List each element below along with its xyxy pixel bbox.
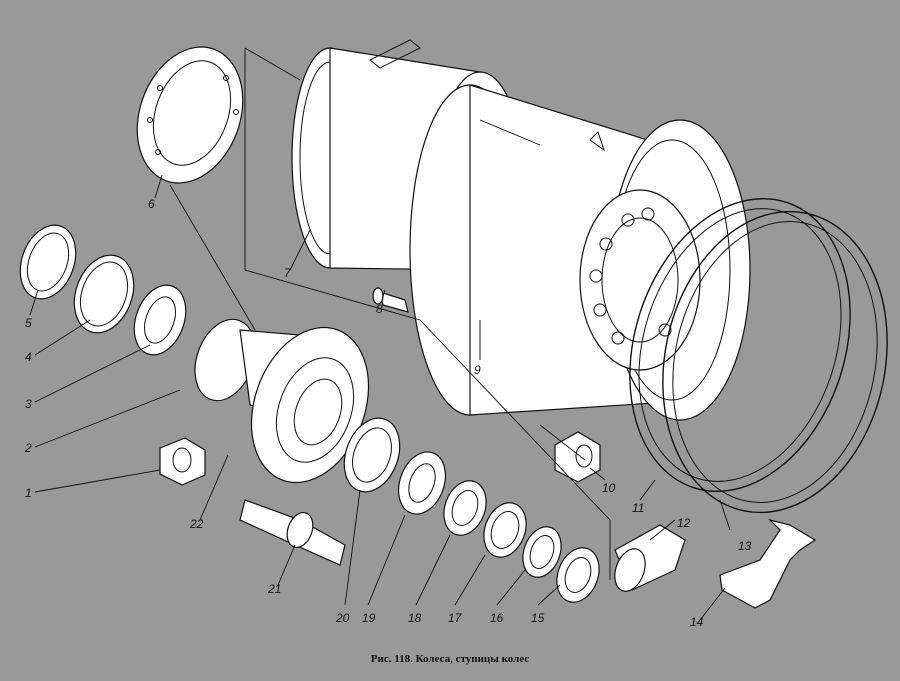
- label-9: 9: [474, 363, 481, 377]
- part-6-flange: [136, 46, 244, 184]
- label-2: 2: [24, 441, 32, 455]
- part-14-clamp: [719, 518, 817, 609]
- label-10: 10: [602, 481, 616, 495]
- label-4: 4: [25, 350, 32, 364]
- label-17: 17: [448, 611, 463, 625]
- label-18: 18: [408, 611, 422, 625]
- label-22: 22: [189, 517, 204, 531]
- part-labels: 1 2 3 4 5 6 7 8 9 10 11 12 13 14 15 16 1…: [24, 197, 752, 629]
- label-1: 1: [25, 486, 32, 500]
- label-11: 11: [632, 501, 644, 515]
- part-18-nut: [443, 480, 487, 536]
- part-13-side-ring: [662, 210, 888, 514]
- label-13: 13: [738, 539, 752, 553]
- part-9-outer-wheel: [409, 84, 751, 421]
- part-12-hub-cap: [614, 524, 686, 592]
- part-19-bearing: [398, 451, 446, 515]
- label-14: 14: [690, 615, 704, 629]
- figure-caption: Рис. 118. Колеса, ступицы колес: [371, 653, 530, 665]
- leader-lines: [29, 174, 731, 621]
- label-12: 12: [677, 516, 691, 530]
- part-17-lock-washer: [483, 502, 527, 558]
- label-7: 7: [284, 266, 292, 280]
- label-3: 3: [25, 397, 32, 411]
- label-8: 8: [376, 302, 383, 316]
- part-16-washer: [522, 526, 562, 578]
- part-10-wheel-nut: [554, 431, 601, 483]
- part-15-locknut: [556, 547, 600, 603]
- label-6: 6: [148, 197, 155, 211]
- part-4-ring: [73, 254, 135, 334]
- label-16: 16: [490, 611, 504, 625]
- part-2-hub: [194, 318, 370, 484]
- part-5-seal: [19, 224, 77, 300]
- part-20-ring: [343, 417, 401, 493]
- label-20: 20: [335, 611, 350, 625]
- part-3-bearing: [133, 284, 187, 356]
- label-21: 21: [267, 582, 281, 596]
- label-5: 5: [25, 316, 32, 330]
- assembly-lines: [169, 47, 611, 580]
- part-1-nut: [159, 437, 206, 486]
- label-15: 15: [531, 611, 545, 625]
- label-19: 19: [362, 611, 376, 625]
- part-21-stud: [239, 499, 346, 566]
